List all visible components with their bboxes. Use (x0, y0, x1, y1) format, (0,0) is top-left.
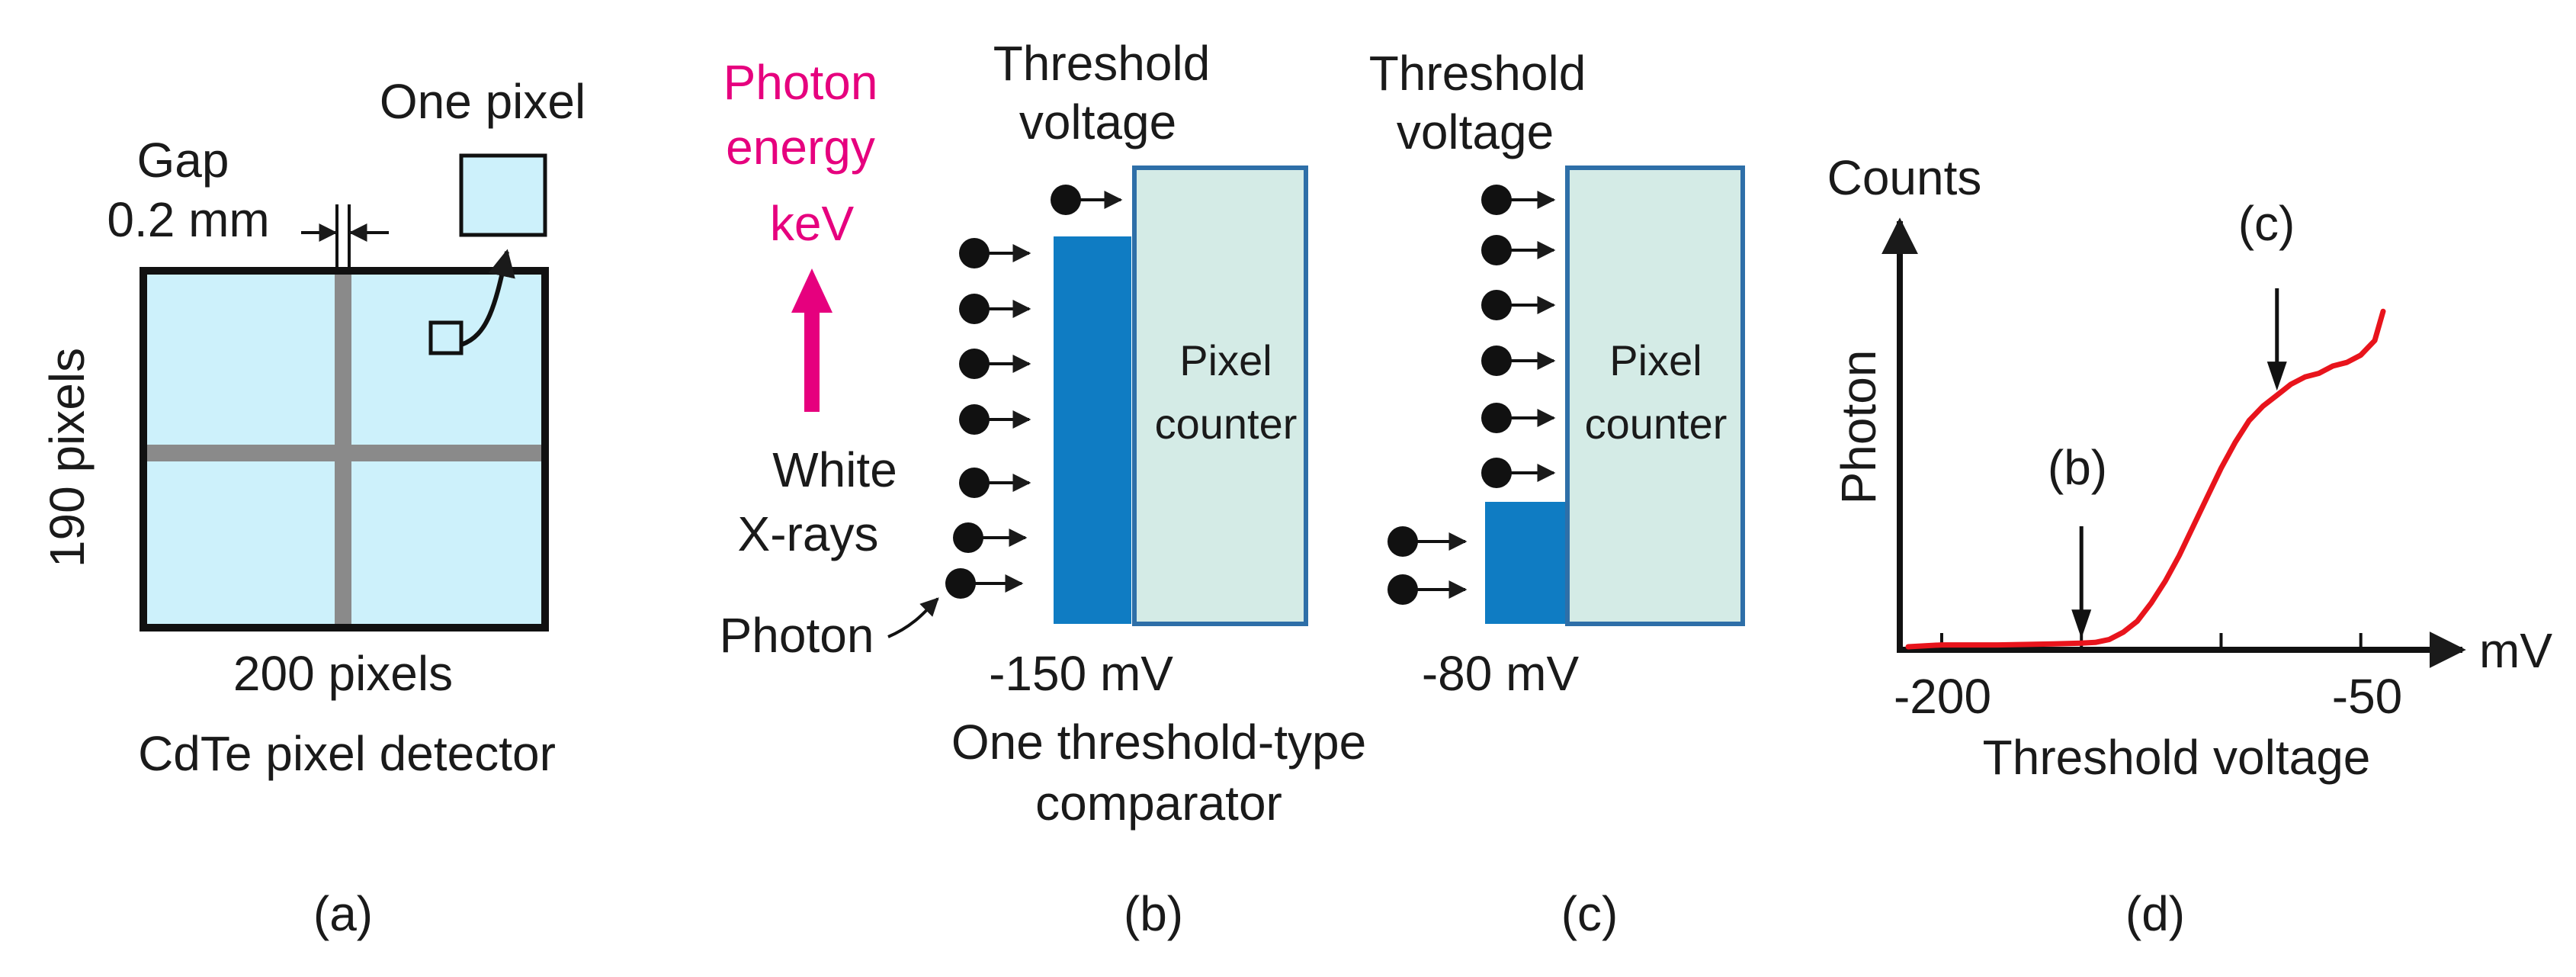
photons-c (1387, 185, 1556, 605)
chart-marker-label-b: (b) (2048, 440, 2107, 495)
photon-blocked (959, 294, 1031, 324)
chart-marker-label-c: (c) (2238, 196, 2295, 251)
chart-series-line (1905, 308, 2386, 650)
threshold-b-line1: Threshold (993, 36, 1211, 91)
photon-counted (1481, 185, 1556, 215)
threshold-b-line2: voltage (1019, 95, 1176, 149)
photon-blocked (959, 349, 1031, 379)
height-pixels-label: 190 pixels (40, 348, 95, 567)
voltage-c: -80 mV (1422, 646, 1580, 701)
white-xrays-line2: X-rays (738, 506, 879, 561)
width-pixels-label: 200 pixels (233, 646, 453, 701)
photon-blocked (959, 238, 1031, 268)
chart-markers (2071, 288, 2287, 639)
detector-label: CdTe pixel detector (138, 726, 556, 781)
chart-tick-label-right: -50 (2332, 669, 2403, 724)
photon-label: Photon (720, 608, 874, 663)
panel-letter-d: (d) (2125, 886, 2185, 941)
gap-value: 0.2 mm (107, 192, 269, 247)
photon-energy-line1: Photon (723, 55, 878, 110)
photon-blocked (945, 568, 1024, 599)
photon-label-pointer (887, 597, 939, 638)
chart-marker-arrow (2071, 526, 2092, 639)
photon-blocked (959, 404, 1031, 435)
panel-d: Counts Photon mV -200 -50 Threshold volt… (1827, 150, 2553, 941)
one-pixel-label: One pixel (380, 74, 585, 129)
comparator-line2: comparator (1035, 776, 1282, 831)
panel-letter-b: (b) (1124, 886, 1183, 941)
threshold-c-line1: Threshold (1369, 46, 1586, 101)
panel-c: Threshold voltage Pixel counter -80 mV (… (1369, 46, 1745, 941)
pixel-counter-b-line2: counter (1155, 400, 1298, 448)
chart-x-axis-label: Threshold voltage (1983, 730, 2371, 785)
threshold-c-line2: voltage (1397, 104, 1554, 159)
photon-energy-line2: energy (726, 120, 875, 175)
voltage-b: -150 mV (989, 646, 1173, 701)
photon-counted (1481, 235, 1556, 265)
photons-b (945, 185, 1123, 599)
photon-energy-arrow-head (791, 268, 832, 313)
one-pixel-arrow (460, 249, 515, 347)
chart-y-axis-label: Photon (1831, 350, 1886, 505)
comparator-level-b (1054, 236, 1131, 624)
chart-marker-arrow (2266, 288, 2287, 391)
chart-y-axis-top-label: Counts (1827, 150, 1982, 205)
chart-x-axis-unit: mV (2479, 623, 2552, 678)
photon-counted (1481, 458, 1556, 488)
panel-a: Gap 0.2 mm One pixel 190 pixels 200 pixe… (40, 74, 585, 941)
one-pixel-magnified (459, 153, 547, 237)
photon-counted (1481, 403, 1556, 433)
comparator-level-c (1485, 502, 1566, 624)
photon-blocked (953, 522, 1028, 553)
gap-label: Gap (137, 133, 229, 188)
chart-tick-label-left: -200 (1894, 669, 1991, 724)
pixel-counter-c (1565, 166, 1745, 626)
photon-counted (1051, 185, 1123, 215)
pixel-counter-b-line1: Pixel (1179, 336, 1272, 384)
pixel-counter-c-line1: Pixel (1609, 336, 1702, 384)
photon-blocked (959, 468, 1031, 498)
photon-blocked (1387, 574, 1468, 605)
photon-blocked (1387, 526, 1468, 557)
comparator-line1: One threshold-type (951, 715, 1366, 770)
panel-b: Photon energy keV White X-rays Photon Th… (720, 36, 1367, 941)
one-pixel-marker (428, 320, 464, 355)
photon-energy-unit: keV (770, 196, 855, 251)
panel-letter-c: (c) (1561, 886, 1618, 941)
pixel-counter-b (1132, 166, 1308, 626)
photon-counted (1481, 345, 1556, 376)
pixel-counter-c-line2: counter (1585, 400, 1727, 448)
photon-counted (1481, 290, 1556, 320)
white-xrays-line1: White (772, 442, 897, 497)
panel-letter-a: (a) (313, 886, 373, 941)
